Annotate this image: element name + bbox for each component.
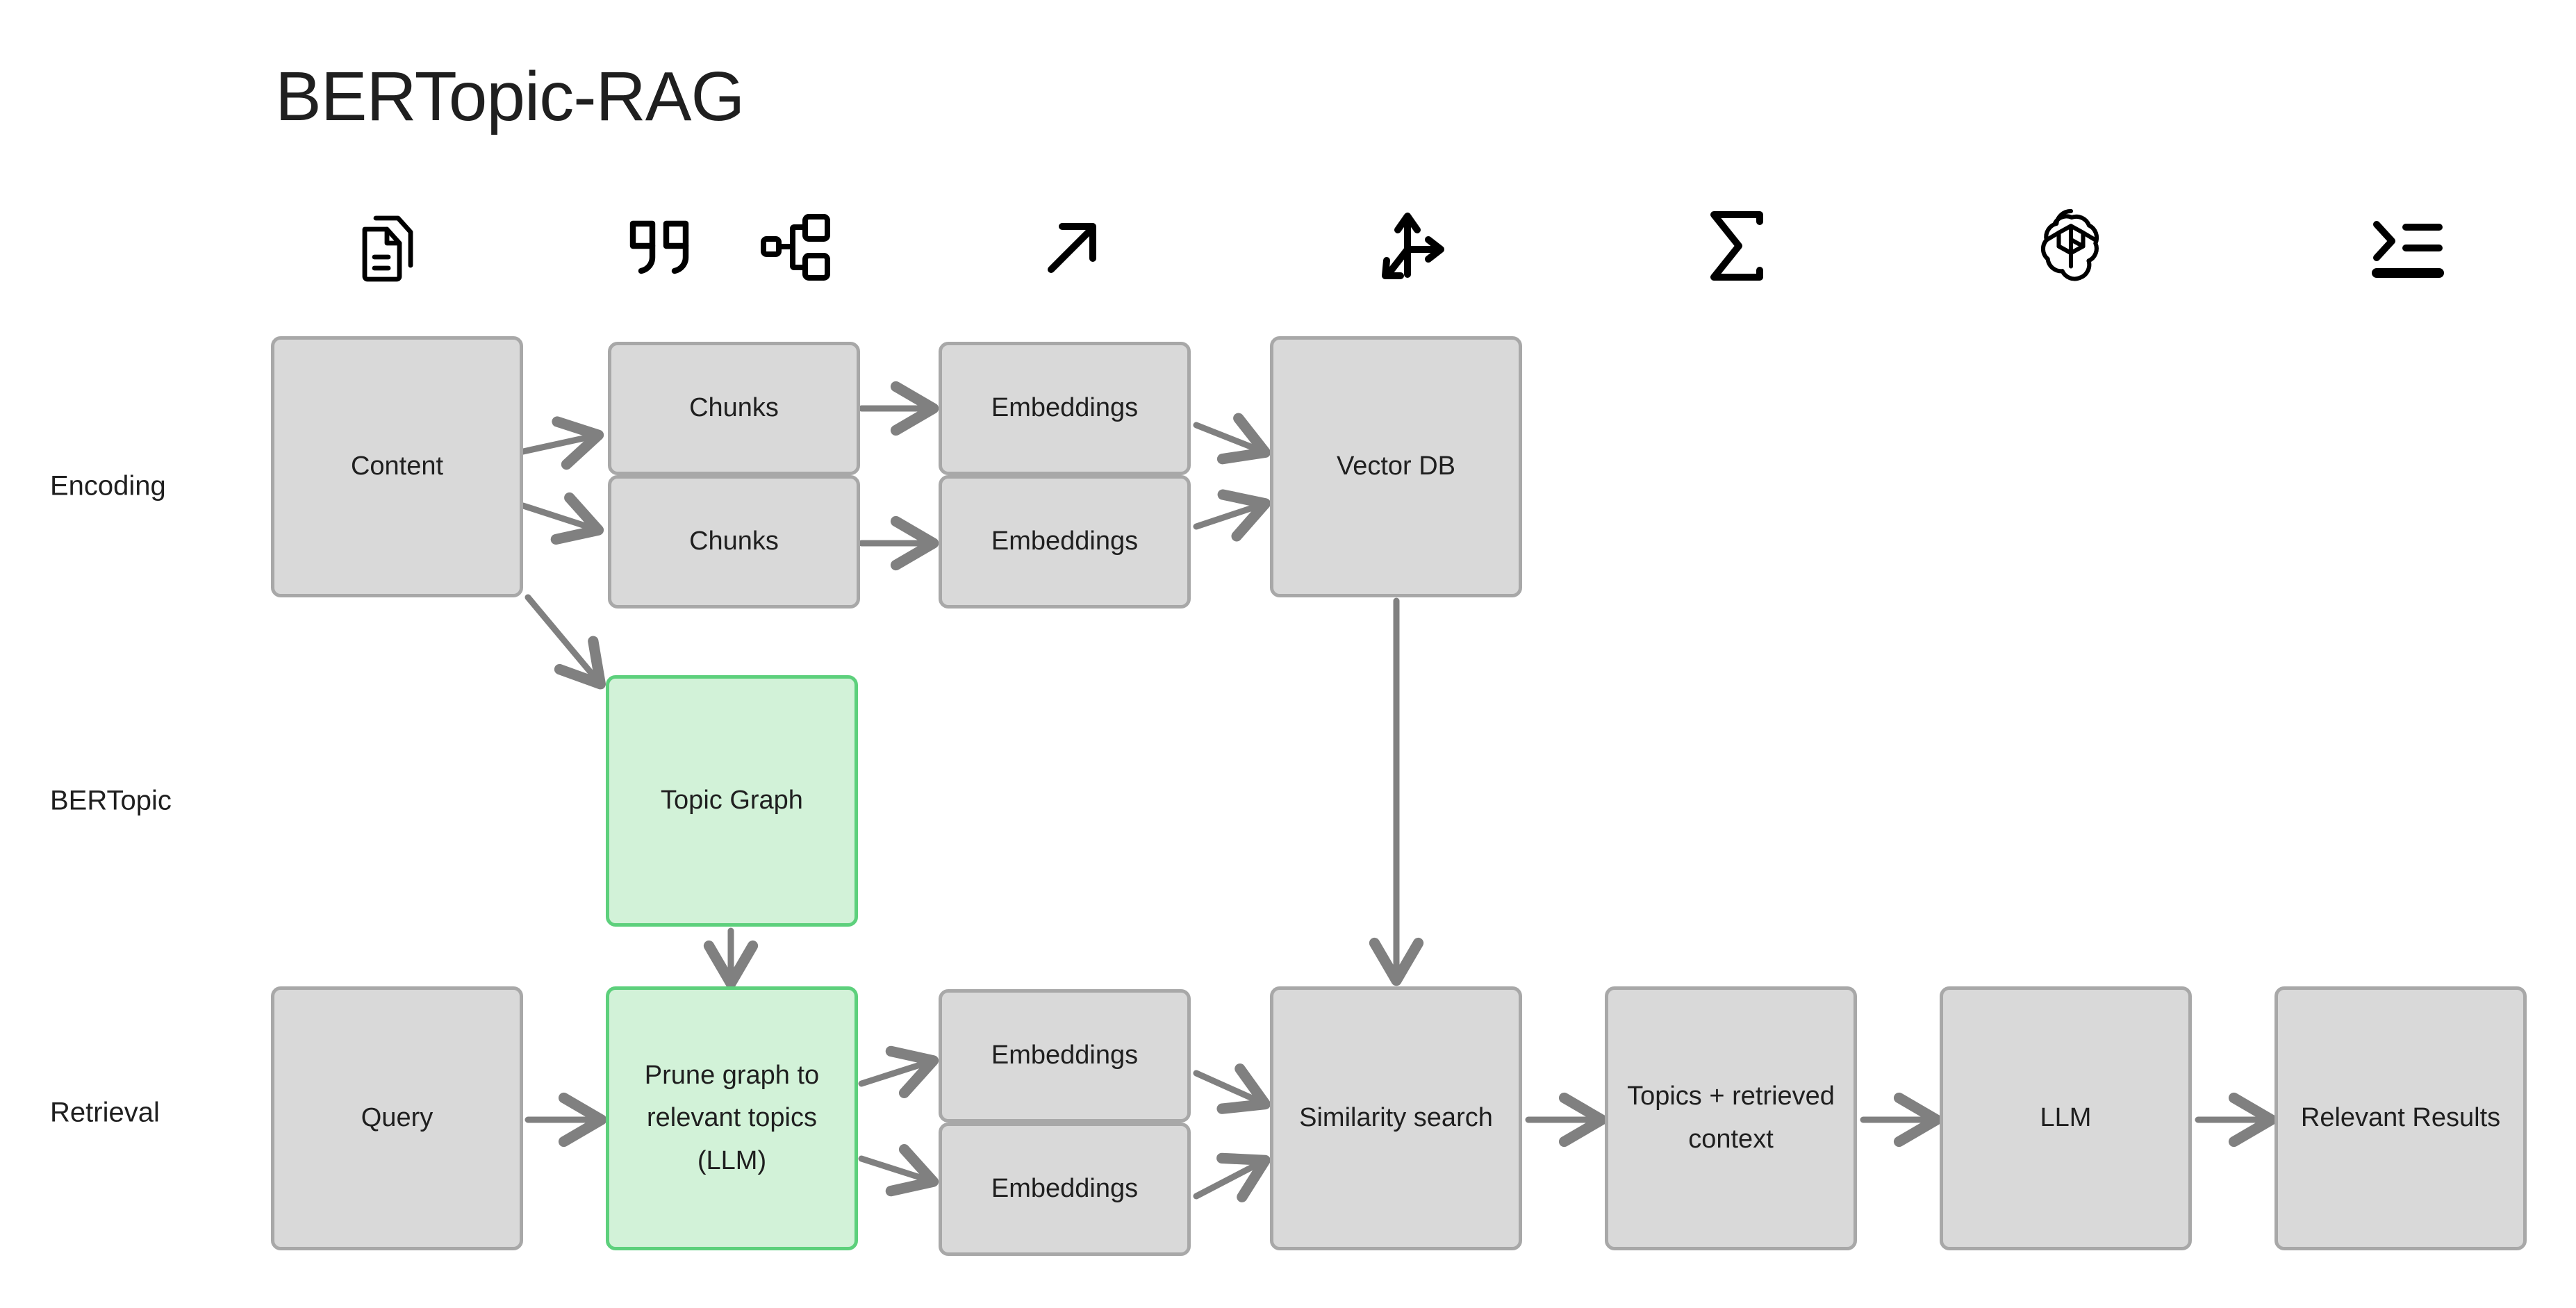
node-content-label: Content — [350, 452, 444, 481]
node-vector-db[interactable]: Vector DB — [1270, 336, 1522, 597]
node-chunks-top-label: Chunks — [689, 393, 779, 423]
node-topic-graph-label: Topic Graph — [661, 786, 803, 816]
node-query[interactable]: Query — [271, 986, 523, 1250]
node-prune-graph-label: Prune graph to relevant topics (LLM) — [644, 1060, 820, 1175]
node-retrieval-embeddings-top[interactable]: Embeddings — [939, 989, 1191, 1123]
node-chunks-bottom-label: Chunks — [689, 527, 779, 556]
node-relevant-results[interactable]: Relevant Results — [2274, 986, 2527, 1250]
node-llm[interactable]: LLM — [1940, 986, 2192, 1250]
node-relevant-results-label: Relevant Results — [2300, 1103, 2501, 1133]
node-retrieval-embeddings-top-label: Embeddings — [991, 1041, 1139, 1070]
node-similarity-search[interactable]: Similarity search — [1270, 986, 1522, 1250]
node-retrieval-embeddings-bottom[interactable]: Embeddings — [939, 1123, 1191, 1256]
row-label-encoding: Encoding — [50, 470, 166, 502]
openai-logo-icon — [2031, 206, 2111, 286]
node-chunks-bottom[interactable]: Chunks — [608, 475, 860, 609]
hierarchy-graph-icon — [755, 207, 836, 288]
quote-marks-icon — [620, 207, 701, 288]
results-list-icon — [2362, 208, 2450, 289]
row-label-bertopic: BERTopic — [50, 785, 172, 816]
node-embeddings-bottom[interactable]: Embeddings — [939, 475, 1191, 609]
node-embeddings-bottom-label: Embeddings — [991, 527, 1139, 556]
three-axis-vector-icon — [1369, 203, 1456, 290]
page-title: BERTopic-RAG — [275, 58, 745, 135]
node-llm-label: LLM — [2040, 1103, 2092, 1133]
sigma-summation-icon — [1697, 206, 1778, 286]
node-prune-graph[interactable]: Prune graph to relevant topics (LLM) — [606, 986, 858, 1250]
documents-icon — [352, 207, 433, 288]
arrow-up-right-icon — [1033, 207, 1114, 288]
node-topic-graph[interactable]: Topic Graph — [606, 675, 858, 927]
node-query-label: Query — [361, 1103, 434, 1133]
node-similarity-search-label: Similarity search — [1299, 1103, 1493, 1133]
node-chunks-top[interactable]: Chunks — [608, 342, 860, 475]
node-topics-context[interactable]: Topics + retrieved context — [1605, 986, 1857, 1250]
node-vector-db-label: Vector DB — [1336, 452, 1456, 481]
node-embeddings-top-label: Embeddings — [991, 393, 1139, 423]
node-content[interactable]: Content — [271, 336, 523, 597]
row-label-retrieval: Retrieval — [50, 1097, 160, 1128]
node-embeddings-top[interactable]: Embeddings — [939, 342, 1191, 475]
node-retrieval-embeddings-bottom-label: Embeddings — [991, 1174, 1139, 1204]
node-topics-context-label: Topics + retrieved context — [1627, 1082, 1835, 1154]
